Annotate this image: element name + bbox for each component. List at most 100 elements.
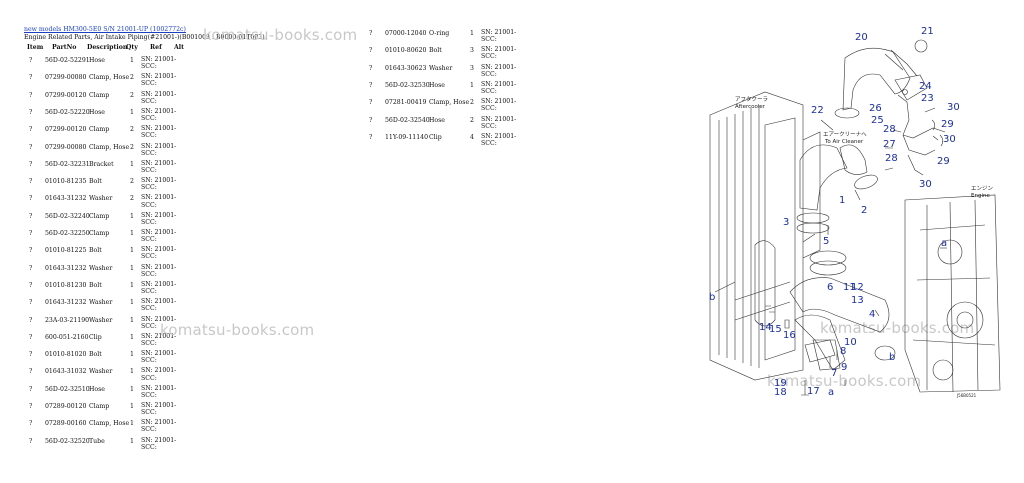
cell-sn: SN: 21001-SCC:	[141, 367, 177, 382]
col-ref: Ref	[150, 44, 162, 51]
cell-item: ?	[369, 64, 373, 72]
callout-number: 30	[943, 134, 956, 145]
label-aftercooler-jp: アフタクーラ	[735, 95, 768, 103]
cell-item: ?	[29, 230, 33, 237]
callout-number: 27	[883, 139, 896, 150]
cell-part: 01010-81235	[45, 178, 87, 186]
cell-qty: 1	[130, 385, 134, 393]
cell-sn: SN: 21001-SCC:	[141, 229, 177, 244]
cell-item: ?	[29, 420, 33, 428]
callout-number: 3	[783, 217, 789, 228]
cell-sn: SN: 21001-SCC:	[141, 107, 177, 123]
cell-item: ?	[29, 126, 33, 134]
cell-desc: Washer	[89, 264, 113, 272]
cell-item: ?	[369, 133, 373, 141]
callout-number: 28	[885, 153, 898, 164]
cell-qty: 1	[130, 351, 134, 359]
cell-sn: SN: 21001-SCC:	[141, 246, 177, 261]
cell-qty: 1	[130, 230, 134, 237]
cell-qty: 1	[130, 437, 134, 445]
callout-number: 17	[807, 386, 820, 397]
callout-number: 30	[947, 102, 960, 113]
cell-qty: 1	[130, 160, 134, 168]
cell-qty: 2	[470, 116, 474, 124]
cell-qty: 1	[130, 333, 134, 341]
cell-qty: 1	[470, 81, 474, 89]
callout-number: 25	[871, 115, 884, 126]
callout-number: 18	[774, 387, 787, 398]
cell-part: 01643-31232	[45, 264, 87, 272]
diagram-linework	[709, 39, 1001, 396]
cell-desc: Tube	[89, 437, 105, 445]
cell-part: 01010-81020	[45, 351, 87, 359]
cell-desc: Clamp, Hose	[89, 420, 130, 428]
cell-part: 23A-03-21190	[45, 316, 90, 324]
model-link[interactable]: new models HM300-5E0 S/N 21001-UP (10027…	[24, 26, 186, 33]
cell-sn: SN: 21001-SCC:	[141, 315, 177, 330]
cell-part: 56D-02-32231	[45, 160, 90, 168]
callout-number: 8	[840, 346, 846, 357]
cell-desc: Clamp, Hose	[89, 74, 130, 82]
cell-qty: 3	[470, 64, 474, 72]
callout-number: 24	[919, 81, 932, 92]
label-air-cleaner-jp: エアークリーナへ	[823, 131, 867, 138]
cell-sn: SN: 21001-SCC:	[141, 436, 177, 451]
cell-part: 01643-30623	[385, 64, 427, 72]
cell-sn: SN: 21001-SCC:	[481, 46, 517, 61]
cell-item: ?	[29, 247, 33, 255]
cell-item: ?	[369, 81, 373, 89]
cell-item: ?	[369, 47, 373, 55]
cell-desc: Bolt	[89, 247, 102, 255]
cell-part: 07289-00120	[45, 403, 87, 410]
cell-desc: Washer	[429, 64, 453, 72]
cell-part: 56D-02-32250	[45, 230, 90, 237]
watermark: komatsu-books.com	[203, 26, 358, 44]
cell-part: 600-051-2160	[45, 333, 89, 341]
cell-sn: SN: 21001-SCC:	[141, 298, 177, 313]
cell-qty: 2	[130, 143, 134, 151]
cell-part: 01643-31232	[45, 299, 87, 307]
cell-item: ?	[29, 143, 33, 151]
parts-diagram: 1 2 3 4 5 6 7 8 9 10 11 12 13 14 15 16 1…	[709, 26, 1001, 398]
callout-number: 15	[769, 324, 782, 335]
callout-number: 19	[774, 378, 787, 389]
cell-item: ?	[29, 333, 33, 341]
cell-desc: Washer	[89, 316, 113, 324]
cell-desc: Washer	[89, 195, 113, 203]
cell-desc: Hose	[429, 116, 445, 124]
cell-part: 01010-81230	[45, 281, 87, 289]
cell-sn: SN: 21001-SCC:	[141, 159, 177, 174]
cell-part: 01643-31232	[45, 195, 87, 203]
label-air-cleaner: To Air Cleaner	[824, 139, 864, 145]
cell-item: ?	[369, 116, 373, 124]
cell-item: ?	[29, 316, 33, 324]
cell-desc: Hose	[429, 81, 445, 89]
cell-desc: O-ring	[429, 30, 450, 37]
cell-qty: 1	[130, 108, 134, 116]
col-qty: Qty	[126, 44, 138, 51]
cell-item: ?	[29, 74, 33, 82]
col-partno: PartNo	[52, 44, 77, 51]
callout-number: 14	[759, 322, 772, 333]
cell-sn: SN: 21001-SCC:	[481, 132, 517, 147]
figure-code: J56B0521	[956, 393, 977, 398]
cell-sn: SN: 21001-SCC:	[141, 125, 177, 140]
cell-part: 07299-00080	[45, 143, 87, 151]
callout-number: 29	[937, 156, 950, 167]
cell-sn: SN: 21001-SCC:	[141, 90, 177, 105]
cell-qty: 1	[130, 420, 134, 428]
page-header: new models HM300-5E0 S/N 21001-UP (10027…	[24, 26, 354, 41]
cell-desc: Clamp	[89, 126, 110, 134]
cell-item: ?	[29, 281, 33, 289]
cell-sn: SN: 21001-SCC:	[141, 211, 177, 226]
cell-desc: Clamp, Hose	[429, 99, 470, 107]
cell-part: 56D-02-52291	[45, 57, 90, 64]
callout-number: 7	[831, 368, 837, 379]
cell-qty: 1	[130, 57, 134, 64]
cell-desc: Clamp	[89, 91, 110, 99]
cell-desc: Hose	[89, 385, 105, 393]
cell-desc: Hose	[89, 108, 105, 116]
cell-part: 07299-00120	[45, 126, 87, 134]
callout-letter: b	[709, 292, 715, 303]
diagram-callouts: 1 2 3 4 5 6 7 8 9 10 11 12 13 14 15 16 1…	[709, 26, 994, 398]
